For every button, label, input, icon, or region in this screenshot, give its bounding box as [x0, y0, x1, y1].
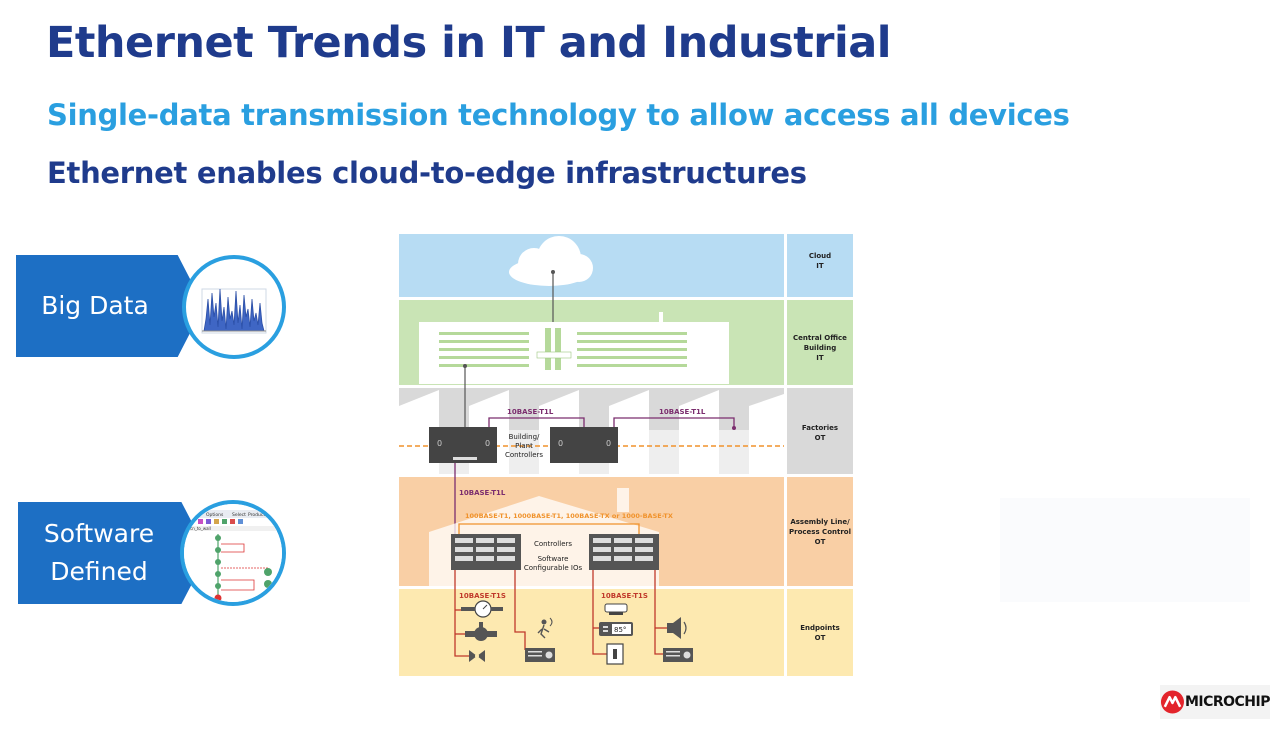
layer-factories-label-2: OT	[815, 434, 826, 442]
layer-cloud-label-2: IT	[816, 262, 824, 270]
svg-text:0: 0	[437, 439, 442, 448]
building-controllers-line1: Building/	[509, 433, 540, 441]
link-t1l-right-label: 10BASE-T1L	[659, 408, 706, 416]
hvac-unit-left-icon	[525, 648, 555, 662]
cloud-icon	[509, 236, 593, 286]
light-fixture-icon	[604, 603, 628, 615]
big-data-chart-icon	[182, 255, 286, 359]
controllers-label: Controllers	[534, 540, 572, 548]
hvac-unit-right-icon	[663, 648, 693, 662]
link-t1s-right-label: 10BASE-T1S	[601, 592, 648, 600]
slide-title: Ethernet Trends in IT and Industrial	[46, 18, 892, 68]
software-menu-select: Select	[232, 512, 246, 518]
software-defined-line2: Defined	[50, 557, 148, 586]
big-data-label: Big Data	[41, 291, 149, 320]
microchip-logo-icon	[1160, 690, 1184, 714]
faded-overlay	[1000, 498, 1250, 602]
software-flow-icon: Options Select Product scn_to_wall	[180, 500, 286, 606]
software-ios-line1: Software	[538, 555, 569, 563]
layer-assembly-label-1: Assembly Line/	[790, 518, 850, 526]
layer-band-endpoints	[399, 589, 784, 676]
link-t1l-left-label: 10BASE-T1L	[507, 408, 554, 416]
layer-cloud-label-1: Cloud	[809, 252, 831, 260]
software-ios-line2: Configurable IOs	[524, 564, 583, 572]
layer-assembly-label-3: OT	[815, 538, 826, 546]
layer-office-label-1: Central Office	[793, 334, 847, 342]
pressure-gauge-icon	[461, 600, 503, 618]
microchip-logo: MICROCHIP	[1160, 685, 1271, 719]
software-tab-label: scn_to_wall	[188, 526, 211, 531]
layer-factories-label-1: Factories	[802, 424, 838, 432]
layer-assembly-label-2: Process Control	[789, 528, 851, 536]
motion-sensor-icon	[537, 617, 553, 639]
building-controllers-line3: Controllers	[505, 451, 543, 459]
thermostat-icon: 85°	[599, 622, 633, 636]
microchip-logo-text: MICROCHIP	[1184, 694, 1271, 710]
software-defined-line1: Software	[43, 519, 155, 548]
slide-subtitle: Single-data transmission technology to a…	[47, 98, 1070, 132]
wall-switch-icon	[606, 643, 624, 665]
slide-subtitle-secondary: Ethernet enables cloud-to-edge infrastru…	[47, 156, 807, 190]
layer-endpoints-label-1: Endpoints	[800, 624, 840, 632]
plant-controller-right	[550, 427, 618, 463]
building-controllers-line2: Plant	[515, 442, 533, 450]
software-menu-options: Options	[206, 512, 224, 518]
layer-office-label-3: IT	[816, 354, 824, 362]
network-layer-diagram: Cloud IT Central Office Building IT Fact…	[399, 234, 853, 676]
link-t1l-down-label: 10BASE-T1L	[459, 489, 506, 497]
software-menu-product: Product	[248, 512, 265, 518]
link-t1s-left-label: 10BASE-T1S	[459, 592, 506, 600]
layer-endpoints-label-2: OT	[815, 634, 826, 642]
speaker-icon	[667, 617, 687, 639]
valve-icon	[465, 622, 497, 641]
big-data-tag: Big Data	[16, 255, 204, 357]
svg-text:0: 0	[558, 439, 563, 448]
layer-office-label-2: Building	[804, 344, 837, 352]
software-defined-tag: Software Defined	[18, 502, 208, 604]
controller-rack-left	[451, 534, 521, 570]
controller-rack-right	[589, 534, 659, 570]
thermostat-value: 85°	[614, 626, 626, 634]
link-multi-label: 100BASE-T1, 1000BASE-T1, 100BASE-TX or 1…	[465, 512, 673, 520]
svg-text:0: 0	[606, 439, 611, 448]
fan-icon	[469, 650, 485, 662]
svg-text:0: 0	[485, 439, 490, 448]
